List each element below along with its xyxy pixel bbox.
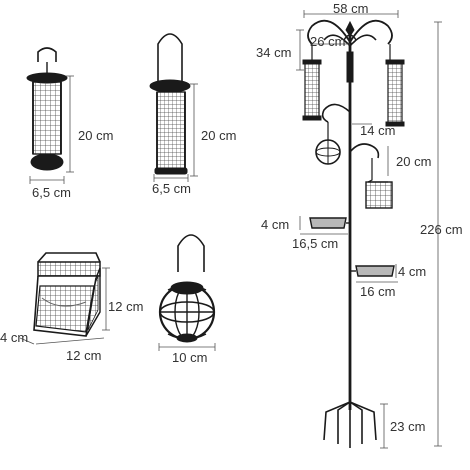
- feeding-station: [302, 19, 405, 448]
- tube-feeder-tall: [149, 33, 191, 175]
- tube-feeder-small-height-dimension: [66, 75, 74, 173]
- tube-feeder-small-width-dimension: [29, 176, 65, 184]
- tube-feeder-tall-width-dimension: [153, 174, 189, 182]
- suet-cage-height-dimension: [102, 267, 110, 331]
- station-stake-height-label: 23 cm: [390, 419, 425, 434]
- station-tray-lower-height-label: 4 cm: [398, 264, 426, 279]
- station-tray-upper-height-label: 4 cm: [261, 217, 289, 232]
- suet-cage-width-label: 12 cm: [66, 348, 101, 363]
- ball-feeder-width-dimension: [158, 343, 216, 351]
- suet-cage-depth-dimension: [19, 337, 35, 345]
- station-side-hook-drop-label: 20 cm: [396, 154, 431, 169]
- tube-feeder-tall-height-dimension: [190, 83, 198, 177]
- station-inner-arm-label: 26 cm: [310, 34, 345, 49]
- tube-feeder-small: [26, 47, 68, 171]
- tube-feeder-tall-width-label: 6,5 cm: [152, 181, 191, 196]
- tube-feeder-small-height-label: 20 cm: [78, 128, 113, 143]
- station-tray-lower-width-label: 16 cm: [360, 284, 395, 299]
- suet-cage-depth-label: 4 cm: [0, 330, 28, 345]
- tube-feeder-tall-height-label: 20 cm: [201, 128, 236, 143]
- station-total-width-label: 58 cm: [333, 1, 368, 16]
- tube-feeder-small-width-label: 6,5 cm: [32, 185, 71, 200]
- ball-feeder: [158, 234, 216, 343]
- station-total-height-label: 226 cm: [420, 222, 463, 237]
- suet-cage-feeder: [33, 252, 101, 337]
- station-tray-upper-width-label: 16,5 cm: [292, 236, 338, 251]
- station-lower-arm-label: 14 cm: [360, 123, 395, 138]
- ball-feeder-width-label: 10 cm: [172, 350, 207, 365]
- suet-cage-width-dimension: [35, 337, 105, 345]
- station-dimension-lines: [296, 10, 442, 449]
- suet-cage-height-label: 12 cm: [108, 299, 143, 314]
- station-top-hook-height-label: 34 cm: [256, 45, 291, 60]
